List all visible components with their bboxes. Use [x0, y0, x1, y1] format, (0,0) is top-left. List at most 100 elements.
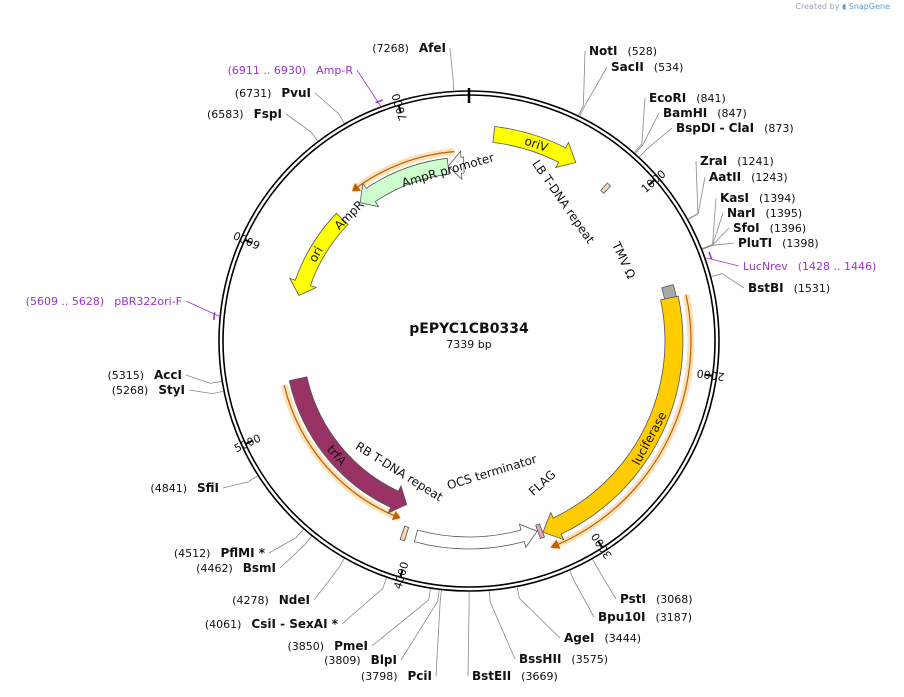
enzyme-site-pluti[interactable]: PluTI (1398): [702, 236, 819, 250]
enzyme-pos-aatii: (1243): [751, 171, 788, 184]
feature-ori[interactable]: ori: [288, 212, 349, 297]
enzyme-site-kasi[interactable]: KasI(1394): [702, 191, 796, 249]
enzyme-pos-psti: (3068): [656, 593, 693, 606]
enzyme-name-pmei[interactable]: PmeI: [334, 639, 368, 653]
primer-pbr322[interactable]: pBR322ori-F(5609 .. 5628): [26, 295, 221, 320]
enzyme-site-pmei[interactable]: PmeI(3850): [288, 588, 431, 653]
enzyme-site-pcii[interactable]: PciI(3798): [361, 590, 442, 684]
plasmid-length: 7339 bp: [446, 338, 491, 351]
primer-name-amp-r[interactable]: Amp-R: [316, 64, 353, 77]
enzyme-name-nari[interactable]: NarI: [727, 206, 756, 220]
enzyme-name-acci[interactable]: AccI: [154, 368, 182, 382]
enzyme-leader-csii: [341, 577, 387, 625]
enzyme-pos-ecori: (841): [696, 92, 726, 105]
feature-ocs-arrow[interactable]: [413, 523, 538, 550]
enzyme-site-bsshii[interactable]: BssHII(3575): [488, 591, 608, 666]
enzyme-name-psti[interactable]: PstI: [620, 592, 646, 606]
enzyme-name-blpi[interactable]: BlpI: [371, 653, 397, 667]
enzyme-leader-sfii: [222, 475, 258, 489]
enzyme-name-csii[interactable]: CsiI - SexAI *: [251, 617, 338, 631]
enzyme-name-fspi[interactable]: FspI: [254, 107, 282, 121]
enzyme-site-afei[interactable]: AfeI (7268): [372, 41, 455, 91]
enzyme-name-pcii[interactable]: PciI: [408, 669, 433, 683]
feature-lb-arrow[interactable]: [600, 182, 612, 194]
enzyme-site-bpu10i[interactable]: Bpu10I(3187): [569, 570, 692, 624]
primer-amp-r[interactable]: Amp-R(6911 .. 6930): [228, 64, 383, 108]
enzyme-name-styi[interactable]: StyI: [158, 383, 185, 397]
primer-name-pbr322[interactable]: pBR322ori-F: [114, 295, 182, 308]
primer-lucnrev[interactable]: LucNrev(1428 .. 1446): [704, 251, 877, 273]
enzyme-name-bstbi[interactable]: BstBI: [748, 281, 784, 295]
enzyme-site-ndei[interactable]: NdeI(4278): [232, 558, 345, 607]
enzyme-name-bsteii[interactable]: BstEII: [472, 669, 511, 683]
enzyme-site-acci[interactable]: AccI(5315): [107, 368, 222, 384]
tick-label: 7000: [389, 92, 409, 123]
enzyme-pos-pluti: (1398): [782, 237, 819, 250]
enzyme-name-pluti[interactable]: PluTI: [738, 236, 772, 250]
enzyme-name-afei[interactable]: AfeI: [419, 41, 446, 55]
enzyme-pos-afei: (7268): [372, 42, 409, 55]
enzyme-name-bsshii[interactable]: BssHII: [519, 652, 561, 666]
feature-luciferase[interactable]: luciferase: [542, 295, 684, 541]
enzyme-site-agei[interactable]: AgeI(3444): [516, 587, 641, 645]
feature-flag-arrow[interactable]: [535, 523, 546, 540]
enzyme-leader-bamhi: [635, 112, 660, 154]
enzyme-site-sfoi[interactable]: SfoI(1396): [702, 221, 807, 250]
enzyme-site-bsmi[interactable]: BsmI(4462): [196, 536, 312, 575]
feature-rb-arrow[interactable]: [399, 525, 410, 542]
enzyme-site-nari[interactable]: NarI(1395): [702, 206, 802, 250]
enzyme-leader-bpu10i: [569, 570, 595, 618]
enzyme-leader-pluti: [702, 242, 735, 250]
enzyme-site-pvui[interactable]: PvuI(6731): [235, 86, 345, 124]
enzyme-name-ecori[interactable]: EcoRI: [649, 91, 686, 105]
enzyme-site-fspi[interactable]: FspI(6583): [207, 107, 319, 142]
enzyme-name-pflmi[interactable]: PflMI *: [220, 546, 265, 560]
snapgene-credit: Created by ◖ SnapGene: [795, 2, 890, 11]
enzyme-site-blpi[interactable]: BlpI(3809): [324, 590, 440, 667]
plasmid-name: pEPYC1CB0334: [409, 321, 529, 337]
feature-ori-arrow[interactable]: [288, 212, 349, 297]
primer-name-lucnrev[interactable]: LucNrev: [743, 260, 788, 273]
feature-oriV[interactable]: oriV: [492, 126, 577, 169]
enzyme-site-sacii[interactable]: SacII(534): [579, 60, 684, 116]
enzyme-site-psti[interactable]: PstI (3068): [592, 559, 693, 606]
enzyme-site-ecori[interactable]: EcoRI (841): [634, 91, 726, 153]
enzyme-leader-fspi: [285, 113, 319, 142]
enzyme-name-aatii[interactable]: AatII: [709, 170, 741, 184]
enzyme-leader-bstbi: [711, 273, 745, 289]
enzyme-site-bspdi[interactable]: BspDI - ClaI(873): [639, 121, 794, 158]
enzyme-site-bstbi[interactable]: BstBI(1531): [711, 273, 831, 295]
orf-ampr-arc: [353, 151, 455, 191]
feature-trfa-arrow[interactable]: [288, 376, 408, 514]
feature-tmv[interactable]: TMV Ω: [609, 239, 677, 300]
enzyme-site-csii[interactable]: CsiI - SexAI *(4061): [205, 577, 387, 631]
enzyme-name-ndei[interactable]: NdeI: [279, 593, 310, 607]
enzyme-site-pflmi[interactable]: PflMI *(4512): [174, 529, 304, 561]
enzyme-site-bsteii[interactable]: BstEII(3669): [467, 592, 558, 683]
enzyme-site-aatii[interactable]: AatII (1243): [688, 170, 788, 220]
enzyme-layer: AfeI(7268)PvuI(6731)FspI(6583)NotI(528)S…: [107, 41, 830, 683]
enzyme-name-sacii[interactable]: SacII: [611, 60, 644, 74]
enzyme-name-bsmi[interactable]: BsmI: [243, 561, 276, 575]
tick-label: 2000: [696, 366, 726, 383]
enzyme-site-noti[interactable]: NotI(528): [578, 44, 657, 116]
enzyme-site-styi[interactable]: StyI(5268): [112, 383, 224, 397]
enzyme-name-agei[interactable]: AgeI: [564, 631, 594, 645]
feature-oriV-arrow[interactable]: [492, 126, 577, 169]
enzyme-site-bamhi[interactable]: BamHI(847): [635, 106, 747, 154]
feature-amprp-arrow[interactable]: [447, 150, 465, 181]
enzyme-name-pvui[interactable]: PvuI: [281, 86, 311, 100]
primer-leader-pbr322: [185, 300, 221, 318]
enzyme-name-sfoi[interactable]: SfoI: [733, 221, 760, 235]
enzyme-name-bamhi[interactable]: BamHI: [663, 106, 707, 120]
enzyme-name-bspdi[interactable]: BspDI - ClaI: [676, 121, 754, 135]
feature-lb[interactable]: LB T-DNA repeat: [529, 157, 612, 246]
enzyme-name-kasi[interactable]: KasI: [720, 191, 749, 205]
tick-mark: [397, 105, 402, 114]
enzyme-name-zrai[interactable]: ZraI: [700, 154, 727, 168]
enzyme-site-sfii[interactable]: SfiI(4841): [150, 475, 258, 495]
enzyme-name-sfii[interactable]: SfiI: [197, 481, 219, 495]
enzyme-name-noti[interactable]: NotI: [589, 44, 618, 58]
orf-ampr-arrowhead: [351, 182, 361, 192]
enzyme-name-bpu10i[interactable]: Bpu10I: [598, 610, 645, 624]
